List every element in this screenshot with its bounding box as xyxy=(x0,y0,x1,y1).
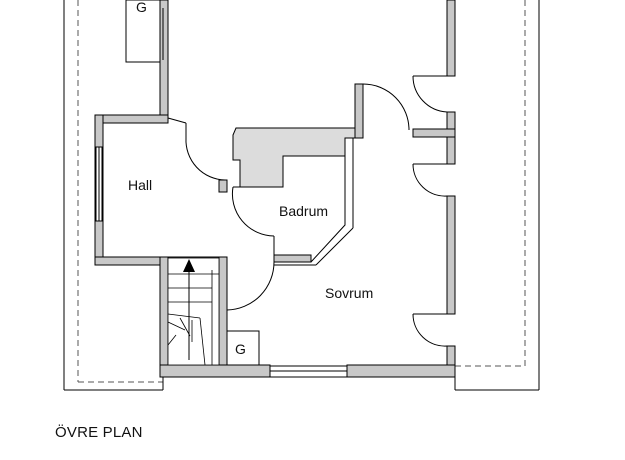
room-label-badrum: Badrum xyxy=(279,203,328,219)
bottom-window xyxy=(269,365,348,378)
bathroom-walls xyxy=(273,138,354,266)
plan-title: ÖVRE PLAN xyxy=(55,424,143,441)
walls xyxy=(94,0,456,378)
closet-bottom-label: G xyxy=(235,341,246,357)
closet-bottom: G xyxy=(226,330,260,366)
bathroom-fixture xyxy=(232,127,356,188)
doors xyxy=(167,0,456,347)
outer-boundary xyxy=(63,0,540,391)
hall-window xyxy=(95,146,103,222)
stair-direction-arrow-icon xyxy=(183,259,195,360)
room-label-sovrum: Sovrum xyxy=(325,285,373,301)
roof-outline xyxy=(77,0,526,383)
staircase xyxy=(167,257,220,366)
closet-top: G xyxy=(125,0,164,63)
closet-top-label: G xyxy=(136,0,147,15)
room-label-hall: Hall xyxy=(128,177,152,193)
